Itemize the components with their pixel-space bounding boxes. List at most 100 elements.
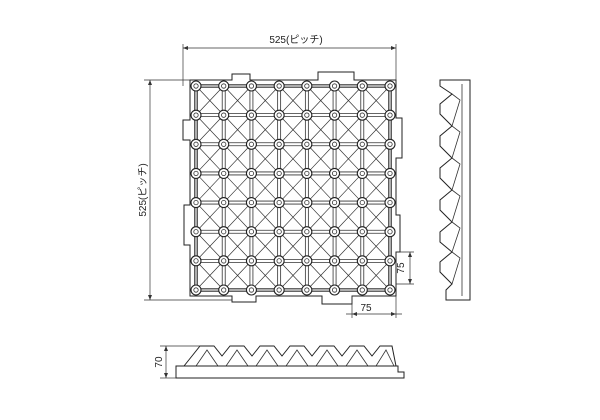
lattice-node bbox=[301, 284, 313, 296]
lattice-node bbox=[273, 138, 285, 150]
height-dimension-label: 525(ピッチ) bbox=[137, 163, 149, 216]
lattice-node-hole bbox=[304, 170, 310, 177]
lattice-node bbox=[218, 197, 230, 209]
lattice-node-hole bbox=[387, 287, 393, 293]
lattice-node bbox=[245, 255, 257, 267]
rib-diagonal bbox=[364, 146, 389, 172]
rib-diagonal bbox=[364, 262, 389, 289]
side-view bbox=[439, 79, 471, 301]
rib-diagonal bbox=[253, 204, 278, 230]
lattice-node-hole bbox=[248, 199, 255, 206]
lattice-node-hole bbox=[359, 170, 365, 177]
thickness-dimension-label: 70 bbox=[154, 356, 165, 368]
rib-diagonal bbox=[308, 262, 333, 289]
rib-diagonal bbox=[280, 204, 306, 230]
lattice-node bbox=[329, 109, 341, 121]
rib-diagonal bbox=[225, 175, 250, 201]
lattice-node bbox=[190, 109, 202, 121]
rib-diagonal bbox=[364, 204, 389, 230]
lattice-node-hole bbox=[276, 258, 282, 264]
rib-diagonal bbox=[336, 233, 361, 260]
lattice-node-hole bbox=[276, 287, 282, 293]
lattice-node bbox=[384, 197, 396, 209]
rib-diagonal bbox=[225, 204, 250, 230]
lattice-node-hole bbox=[387, 199, 393, 206]
lattice-node-hole bbox=[387, 170, 393, 177]
lattice-node-hole bbox=[193, 258, 199, 264]
rib-diagonal bbox=[336, 204, 361, 230]
lattice-node bbox=[273, 109, 285, 121]
lattice-node-hole bbox=[304, 112, 310, 118]
thickness-dimension: 70 bbox=[154, 345, 200, 379]
rib-diagonal bbox=[308, 204, 333, 230]
lattice-node bbox=[190, 226, 202, 238]
rib-diagonal bbox=[280, 233, 306, 260]
rib-diagonal bbox=[197, 146, 222, 172]
lattice-node-hole bbox=[359, 258, 365, 264]
lattice-node bbox=[356, 80, 368, 92]
lattice-node-hole bbox=[248, 258, 255, 264]
lattice-node bbox=[356, 284, 368, 296]
lattice-node-hole bbox=[304, 287, 310, 293]
lattice-node bbox=[190, 138, 202, 150]
lattice-node bbox=[190, 167, 202, 179]
lattice-node-hole bbox=[331, 112, 338, 118]
rib-diagonal bbox=[336, 87, 361, 114]
lattice-nodes bbox=[190, 80, 396, 296]
rib-diagonal bbox=[280, 87, 306, 114]
rib-diagonal bbox=[308, 175, 333, 201]
rib-diagonal bbox=[336, 175, 361, 201]
lattice-node bbox=[301, 138, 313, 150]
width-dimension-label: 525(ピッチ) bbox=[269, 34, 322, 46]
lattice-node-hole bbox=[276, 199, 282, 206]
lattice-node bbox=[190, 80, 202, 92]
lattice-node-hole bbox=[276, 141, 282, 147]
rib-diagonal bbox=[253, 175, 278, 201]
rib-diagonal bbox=[197, 116, 222, 143]
lattice-node-hole bbox=[304, 83, 310, 89]
lattice-node-hole bbox=[221, 141, 227, 147]
lattice-node-hole bbox=[304, 199, 310, 206]
lattice-node bbox=[329, 255, 341, 267]
lattice-node bbox=[218, 284, 230, 296]
lattice-node bbox=[218, 80, 230, 92]
rib-diagonal bbox=[225, 87, 250, 114]
rib-diagonal bbox=[253, 146, 278, 172]
lattice-node-hole bbox=[359, 112, 365, 118]
lattice-node bbox=[218, 167, 230, 179]
lattice-node bbox=[329, 80, 341, 92]
lattice-node bbox=[190, 284, 202, 296]
lattice-node bbox=[301, 226, 313, 238]
rib-diagonal bbox=[197, 233, 222, 260]
lattice-node-hole bbox=[331, 141, 338, 147]
rib-diagonal bbox=[253, 116, 278, 143]
rib-diagonal bbox=[225, 146, 250, 172]
lattice-node-hole bbox=[387, 229, 393, 235]
lattice-node-hole bbox=[248, 83, 255, 89]
lattice-node-hole bbox=[359, 83, 365, 89]
rib-diagonal bbox=[336, 146, 361, 172]
rib-diagonal bbox=[364, 233, 389, 260]
rib-diagonal bbox=[253, 233, 278, 260]
lattice-node bbox=[384, 255, 396, 267]
lattice-node bbox=[245, 109, 257, 121]
rib-diagonal bbox=[197, 87, 222, 114]
lattice-node bbox=[329, 226, 341, 238]
lattice-node-hole bbox=[304, 141, 310, 147]
lattice-node-hole bbox=[221, 287, 227, 293]
lattice-node bbox=[245, 80, 257, 92]
lattice-node-hole bbox=[387, 112, 393, 118]
lattice-node-hole bbox=[304, 258, 310, 264]
offset-y-dimension: 75 bbox=[396, 251, 414, 285]
lattice-node bbox=[384, 138, 396, 150]
lattice-node-hole bbox=[276, 112, 282, 118]
lattice-node-hole bbox=[248, 141, 255, 147]
width-dimension: 525(ピッチ) bbox=[182, 34, 397, 86]
lattice-node-hole bbox=[331, 83, 338, 89]
lattice-node-hole bbox=[359, 141, 365, 147]
lattice-node bbox=[356, 197, 368, 209]
rib-diagonal bbox=[308, 116, 333, 143]
lattice-node-hole bbox=[359, 287, 365, 293]
lattice-node bbox=[329, 284, 341, 296]
